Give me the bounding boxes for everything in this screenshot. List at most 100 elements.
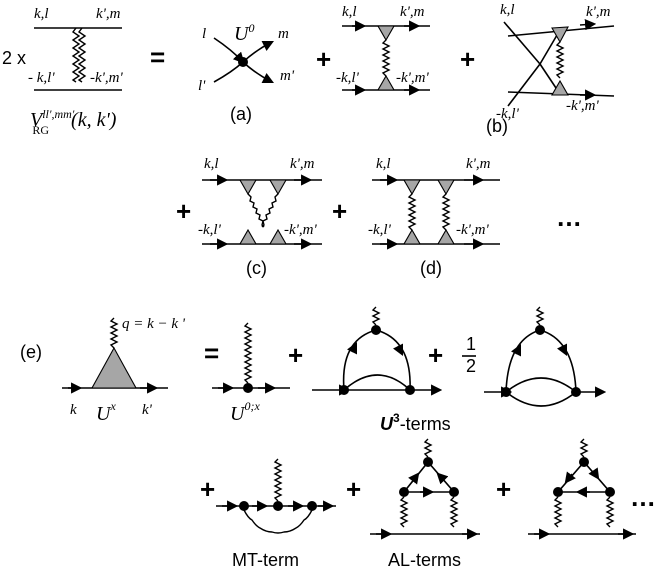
- plus-sign-mt: +: [200, 474, 215, 504]
- u0-symbol: U0: [234, 21, 254, 45]
- ux-symbol: Ux: [96, 399, 116, 425]
- label-k-l: k,l: [500, 2, 515, 18]
- label-mk-lp: -k,l': [496, 106, 520, 122]
- diagram-mt-term: MT-term: [216, 458, 336, 570]
- label-mkp-mp: -k',m': [456, 222, 489, 238]
- bottom-left-triangle: [403, 228, 421, 245]
- vertex-top: [371, 325, 381, 335]
- ellipsis-2: …: [630, 482, 656, 512]
- arrow-right-arc: [556, 343, 568, 357]
- equals-sign-main: =: [150, 42, 165, 72]
- top-right-triangle: [437, 179, 455, 196]
- label-k-l: k,l: [342, 4, 357, 20]
- cross-line-2: [507, 63, 541, 107]
- plus-sign-e2: +: [428, 340, 443, 370]
- vertex-right: [449, 487, 459, 497]
- diagram-direct-term: k,l k',m -k,l' -k',m': [336, 4, 430, 96]
- cross-line-1: [503, 21, 541, 65]
- interaction-wavy-line-2: [77, 27, 87, 83]
- left-wavy-leg: [399, 496, 409, 528]
- vertex-left: [553, 487, 563, 497]
- vertex-right: [405, 385, 415, 395]
- plus-sign-4: +: [332, 196, 347, 226]
- mt-term-label: MT-term: [232, 550, 299, 570]
- prefactor-two: 2 x: [2, 48, 26, 68]
- vertex-top: [423, 457, 433, 467]
- label-mp: m': [280, 68, 295, 84]
- bare-vertex-dot: [243, 383, 253, 393]
- interaction-wavy-line: [555, 41, 565, 79]
- label-lp: l': [198, 78, 206, 94]
- line-mp-out: [242, 61, 275, 84]
- equals-sign-e: =: [204, 338, 219, 368]
- right-wavy-leg: [449, 496, 459, 528]
- label-kp-m: k',m: [290, 156, 315, 172]
- lhs-effective-interaction: 2 x k,l k',m - k,l' -k',m' Vll',mm'RG(k,…: [2, 6, 123, 137]
- triangle-arrow-left: [564, 471, 576, 484]
- plus-sign-e1: +: [288, 340, 303, 370]
- diagram-c-crossed: k,l k',m -k,l' -k',m' (c): [198, 156, 322, 278]
- diagram-al-term-1: AL-terms: [370, 438, 480, 570]
- label-kp: k': [142, 402, 153, 418]
- vertex-right: [571, 387, 581, 397]
- panel-label-e: (e): [20, 342, 42, 362]
- panel-label-c: (c): [246, 258, 267, 278]
- diagram-u3-term-2: [484, 306, 607, 407]
- vrg-symbol: Vll',mm'RG(k, k'): [30, 107, 117, 137]
- diagram-b-exchange: k,l k',m -k,l' -k',m' (b): [486, 2, 615, 136]
- interaction-wavy-line-1: [71, 27, 81, 83]
- boson-wavy-line: [535, 306, 545, 326]
- top-vertex-triangle: [377, 25, 395, 42]
- loop-right-arc: [375, 329, 411, 391]
- diagram-al-term-2: [528, 438, 636, 540]
- half-prefactor: 1 2: [462, 334, 476, 376]
- boson-wavy-line: [371, 306, 381, 326]
- arrow-left-arc: [346, 341, 358, 355]
- label-mk-lp: -k,l': [336, 70, 360, 86]
- panel-label-a: (a): [230, 104, 252, 124]
- vertex-middle: [273, 501, 283, 511]
- label-m: m: [278, 26, 289, 42]
- top-left-triangle: [403, 179, 421, 196]
- vertex-left: [501, 387, 511, 397]
- u0x-symbol: U0;x: [230, 399, 260, 425]
- external-boson: [423, 438, 433, 458]
- label-kp-m: k',m: [466, 156, 491, 172]
- mt-internal-boson-arc: [243, 509, 313, 534]
- vertex-left: [239, 501, 249, 511]
- bare-wavy-line: [243, 322, 253, 384]
- triangle-arrow-right: [588, 467, 600, 480]
- u3-terms-label: U3-terms: [380, 411, 451, 434]
- half-numerator: 1: [466, 334, 476, 354]
- plus-sign-al2: +: [496, 474, 511, 504]
- bottom-right-triangle: [269, 228, 287, 245]
- crossed-wavy-1: [247, 193, 265, 228]
- left-wavy-leg: [553, 496, 563, 528]
- arrow-tr: [579, 19, 597, 31]
- arrow-left-arc: [510, 343, 522, 357]
- diagram-d-ladder: k,l k',m -k,l' -k',m' (d): [368, 156, 500, 278]
- external-boson: [579, 438, 589, 458]
- inner-arc-bottom: [505, 391, 577, 407]
- label-mkp-mp: -k',m': [566, 98, 599, 114]
- arrow-right-arc: [392, 343, 404, 357]
- label-k-l: k,l: [376, 156, 391, 172]
- label-mkp-mp: -k',m': [284, 222, 317, 238]
- right-wavy-leg: [605, 496, 615, 528]
- external-boson: [273, 458, 283, 502]
- vertex-top: [535, 325, 545, 335]
- al-terms-label: AL-terms: [388, 550, 461, 570]
- label-mkp-mp: -k',m': [396, 70, 429, 86]
- label-k-l: k,l: [204, 156, 219, 172]
- panel-label-b: (b): [486, 116, 508, 136]
- plus-sign-2: +: [460, 44, 475, 74]
- vertex-dot: [238, 57, 248, 67]
- top-vertex-triangle: [551, 26, 569, 44]
- line-lp-in: [213, 61, 244, 83]
- diagram-a-bare-vertex: l l' m m' U0 (a): [198, 21, 295, 124]
- diagram-e-vertex: (e) q = k − k ' k k' Ux: [20, 316, 186, 425]
- half-denominator: 2: [466, 356, 476, 376]
- vertex-triangle: [91, 346, 137, 389]
- top-right-triangle: [269, 179, 287, 196]
